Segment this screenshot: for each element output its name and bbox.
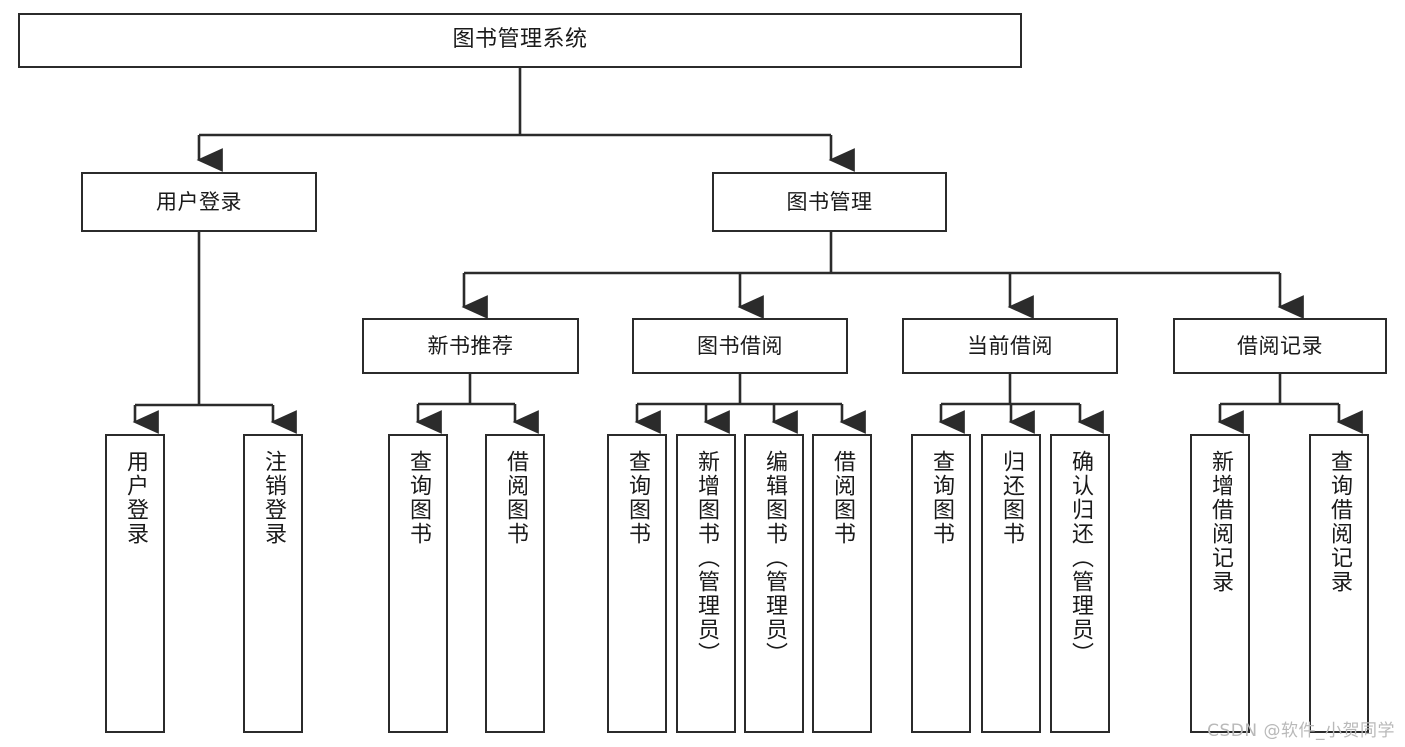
node-user-login-leaf-label: 用户登录 [122,450,148,546]
watermark-text: CSDN @软件_小贺同学 [1207,721,1395,741]
node-user-login[interactable]: 用户登录 [81,172,317,232]
node-borrow-book-2-label: 借阅图书 [829,450,855,546]
node-return-book-label: 归还图书 [998,450,1024,546]
node-confirm-return-admin-label: 确认归还（管理员） [1067,450,1093,666]
node-book-borrow[interactable]: 图书借阅 [632,318,848,374]
node-borrow-record-label: 借阅记录 [1237,333,1323,358]
node-current-borrow[interactable]: 当前借阅 [902,318,1118,374]
node-borrow-book-2[interactable]: 借阅图书 [812,434,872,733]
node-confirm-return-admin[interactable]: 确认归还（管理员） [1050,434,1110,733]
node-query-book-1-label: 查询图书 [405,450,431,546]
node-query-borrow-record[interactable]: 查询借阅记录 [1309,434,1369,733]
node-query-book-3[interactable]: 查询图书 [911,434,971,733]
node-user-login-label: 用户登录 [156,189,242,214]
node-query-book-2[interactable]: 查询图书 [607,434,667,733]
node-return-book[interactable]: 归还图书 [981,434,1041,733]
node-new-book-recommend[interactable]: 新书推荐 [362,318,579,374]
node-query-book-3-label: 查询图书 [928,450,954,546]
node-book-management-label: 图书管理 [786,189,873,214]
node-query-book-2-label: 查询图书 [624,450,650,546]
node-edit-book-admin[interactable]: 编辑图书（管理员） [744,434,804,733]
node-borrow-record[interactable]: 借阅记录 [1173,318,1387,374]
node-add-borrow-record[interactable]: 新增借阅记录 [1190,434,1250,733]
node-add-book-admin-label: 新增图书（管理员） [693,450,719,666]
node-add-borrow-record-label: 新增借阅记录 [1207,450,1233,594]
node-logout-leaf[interactable]: 注销登录 [243,434,303,733]
node-query-borrow-record-label: 查询借阅记录 [1326,450,1352,594]
node-root-label: 图书管理系统 [452,27,588,53]
node-borrow-book-1[interactable]: 借阅图书 [485,434,545,733]
node-borrow-book-1-label: 借阅图书 [502,450,528,546]
node-root[interactable]: 图书管理系统 [18,13,1022,68]
node-user-login-leaf[interactable]: 用户登录 [105,434,165,733]
node-book-management[interactable]: 图书管理 [712,172,947,232]
node-current-borrow-label: 当前借阅 [967,333,1053,358]
node-edit-book-admin-label: 编辑图书（管理员） [761,450,787,666]
node-logout-leaf-label: 注销登录 [260,450,286,546]
node-book-borrow-label: 图书借阅 [697,333,783,358]
node-add-book-admin[interactable]: 新增图书（管理员） [676,434,736,733]
node-new-book-recommend-label: 新书推荐 [427,333,514,358]
node-query-book-1[interactable]: 查询图书 [388,434,448,733]
